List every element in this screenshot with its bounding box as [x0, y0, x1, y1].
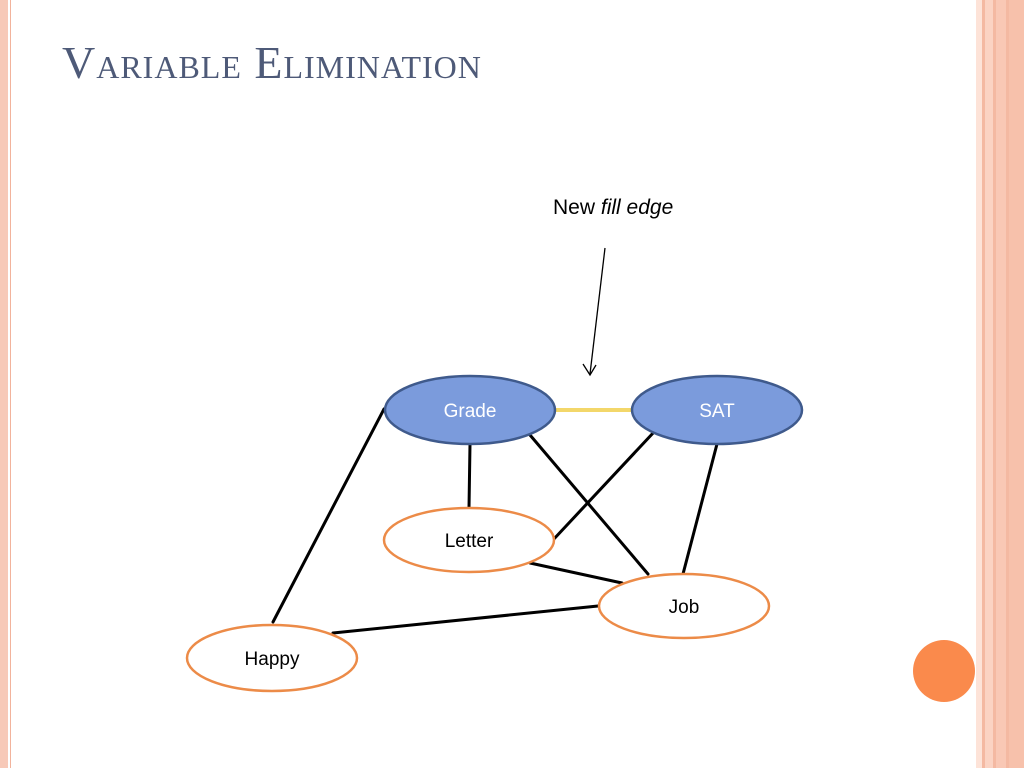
decorative-accent-circle [913, 640, 975, 702]
left-border-line [10, 0, 11, 768]
fill-edge-annotation: New fill edge [553, 196, 673, 220]
edge-letter-job [528, 561, 624, 585]
node-letter-shape [382, 506, 556, 574]
node-job-label: Job [669, 597, 700, 618]
edge-job-happy [331, 604, 600, 635]
node-grade: Grade [383, 374, 557, 446]
node-happy: Happy [185, 623, 359, 693]
annotation-prefix: New [553, 196, 596, 219]
edge-grade-letter [467, 442, 472, 510]
edge-grade-job [528, 433, 650, 576]
slide-title: Variable Elimination [62, 37, 482, 88]
node-job-shape [597, 572, 771, 640]
node-sat-label: SAT [699, 401, 735, 422]
annotation-emphasis: fill edge [600, 196, 674, 219]
node-happy-shape [185, 623, 359, 693]
annotation-arrowhead [582, 363, 597, 377]
edge-grade-happy [271, 407, 386, 624]
edge-sat-letter [551, 430, 656, 542]
annotation-arrow-line [589, 247, 606, 375]
left-border-strip [0, 0, 8, 768]
node-grade-shape [383, 374, 557, 446]
node-letter-label: Letter [445, 531, 494, 552]
node-sat: SAT [630, 374, 804, 446]
node-happy-label: Happy [245, 649, 300, 670]
edges-layer [271, 407, 719, 635]
edge-sat-job [681, 442, 719, 576]
node-grade-label: Grade [444, 401, 497, 422]
annotation-arrow [582, 247, 606, 377]
node-letter: Letter [382, 506, 556, 574]
node-sat-shape [630, 374, 804, 446]
right-border-stripes [976, 0, 1024, 768]
node-job: Job [597, 572, 771, 640]
